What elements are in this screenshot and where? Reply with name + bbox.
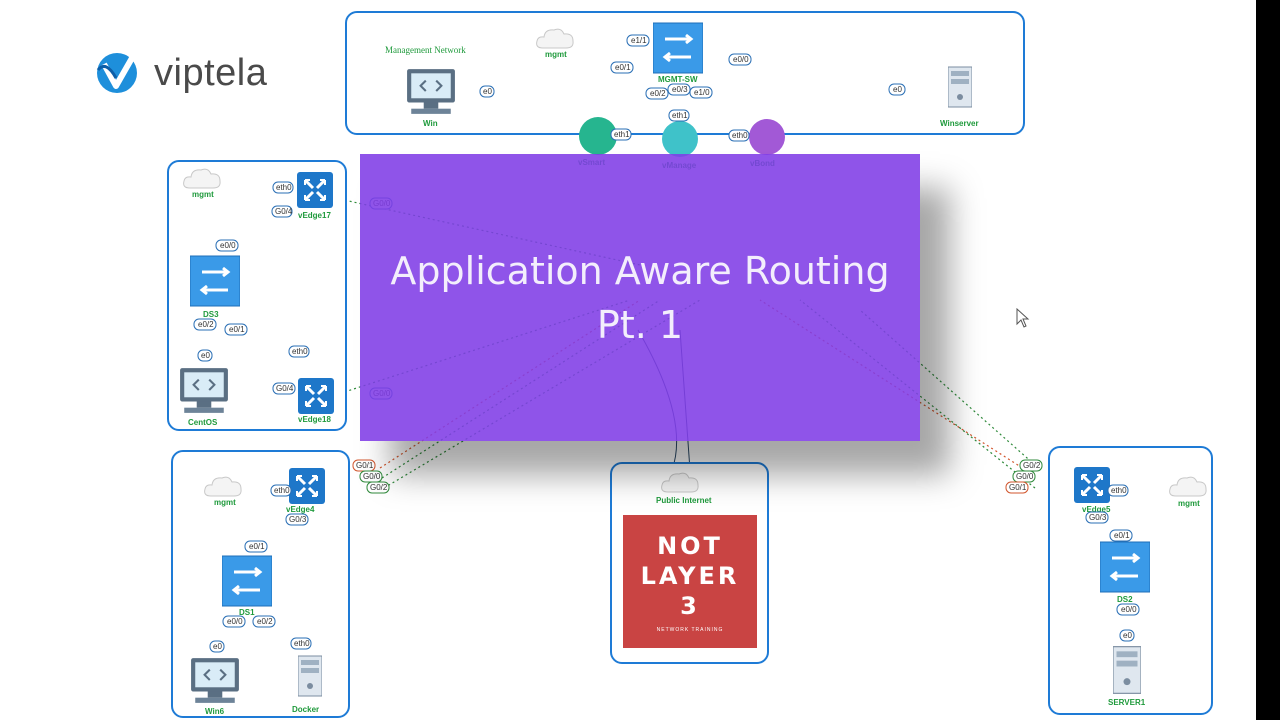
vsmart-icon[interactable] bbox=[579, 117, 617, 155]
ds3-switch-icon[interactable] bbox=[190, 255, 240, 307]
centos-pc-icon[interactable] bbox=[179, 367, 229, 414]
port-win6-e0: e0 bbox=[213, 642, 222, 651]
right-black-strip bbox=[1256, 0, 1280, 720]
mgmt-cloud-icon bbox=[536, 28, 574, 49]
brand-name: viptela bbox=[154, 51, 268, 94]
winserver-label[interactable]: Winserver bbox=[940, 119, 979, 128]
viptela-brand: viptela bbox=[94, 50, 267, 96]
vedge18-label[interactable]: vEdge18 bbox=[298, 415, 331, 424]
mgmt-br-label: mgmt bbox=[1178, 499, 1200, 508]
server1-label[interactable]: SERVER1 bbox=[1108, 698, 1146, 707]
port-centos-e0: e0 bbox=[201, 351, 210, 360]
viptela-logo-icon bbox=[96, 53, 137, 93]
vedge17-router-icon[interactable] bbox=[297, 172, 333, 208]
ds1-label[interactable]: DS1 bbox=[239, 608, 255, 617]
port-e0-2: e0/2 bbox=[650, 89, 666, 98]
port-ds1-e0-1: e0/1 bbox=[249, 542, 265, 551]
win6-pc-icon[interactable] bbox=[190, 657, 240, 704]
mgmt-left-label: mgmt bbox=[192, 190, 214, 199]
title-line-1: Application Aware Routing bbox=[390, 248, 890, 293]
logo-subtitle: NETWORK TRAINING bbox=[656, 626, 724, 633]
not-layer-3-logo: NOT LAYER 3 NETWORK TRAINING bbox=[623, 515, 757, 648]
port-vbond-eth0: eth0 bbox=[732, 131, 748, 140]
mgmt-switch-icon[interactable] bbox=[653, 22, 703, 74]
port-vedge5-g0-3: G0/3 bbox=[1089, 513, 1107, 522]
win6-label[interactable]: Win6 bbox=[205, 707, 225, 716]
ds1-switch-icon[interactable] bbox=[222, 555, 272, 607]
management-network-label: Management Network bbox=[385, 45, 466, 55]
port-vedge17-g0-4: G0/4 bbox=[275, 207, 293, 216]
centos-label[interactable]: CentOS bbox=[188, 418, 218, 427]
vmanage-icon[interactable] bbox=[662, 121, 698, 157]
port-vedge5-g0-1: G0/1 bbox=[1009, 483, 1027, 492]
port-server1-e0: e0 bbox=[1123, 631, 1132, 640]
port-vedge4-g0-0: G0/0 bbox=[363, 472, 381, 481]
title-overlay: Application Aware Routing Pt. 1 bbox=[360, 154, 920, 441]
port-vedge18-g0-4: G0/4 bbox=[276, 384, 294, 393]
vedge17-label[interactable]: vEdge17 bbox=[298, 211, 331, 220]
public-internet-label: Public Internet bbox=[656, 496, 712, 505]
mgmt-bl-cloud-icon bbox=[204, 476, 242, 497]
port-ds2-e0-0: e0/0 bbox=[1121, 605, 1137, 614]
port-ds3-e0-1: e0/1 bbox=[229, 325, 245, 334]
port-ds1-e0-0: e0/0 bbox=[227, 617, 243, 626]
vedge4-router-icon[interactable] bbox=[289, 468, 325, 504]
ds2-label[interactable]: DS2 bbox=[1117, 595, 1133, 604]
mouse-cursor-icon bbox=[1016, 308, 1030, 328]
logo-line-1: NOT bbox=[657, 531, 723, 560]
port-vedge5-g0-0: G0/0 bbox=[1016, 472, 1034, 481]
vedge4-label[interactable]: vEdge4 bbox=[286, 505, 315, 514]
port-vedge4-eth0: eth0 bbox=[274, 486, 290, 495]
win-pc-icon[interactable] bbox=[406, 68, 456, 115]
port-e0-3: e0/3 bbox=[672, 85, 688, 94]
mgmt-top-label: mgmt bbox=[545, 50, 567, 59]
port-ds1-e0-2: e0/2 bbox=[257, 617, 273, 626]
docker-server-icon[interactable] bbox=[298, 655, 322, 697]
vedge5-router-icon[interactable] bbox=[1074, 467, 1110, 503]
mgmt-bl-label: mgmt bbox=[214, 498, 236, 507]
mgmt-br-cloud-icon bbox=[1169, 476, 1207, 497]
port-vedge5-g0-2: G0/2 bbox=[1023, 461, 1041, 470]
port-vedge5-eth0: eth0 bbox=[1111, 486, 1127, 495]
port-ds3-e0-0: e0/0 bbox=[220, 241, 236, 250]
port-vsmart-eth1: eth1 bbox=[614, 130, 630, 139]
port-ds2-e0-1: e0/1 bbox=[1114, 531, 1130, 540]
port-vedge4-g0-3: G0/3 bbox=[289, 515, 307, 524]
winserver-icon[interactable] bbox=[948, 66, 972, 108]
port-ds3-e0-2: e0/2 bbox=[198, 320, 214, 329]
port-vmanage-eth1: eth1 bbox=[672, 111, 688, 120]
port-vedge4-g0-1: G0/1 bbox=[356, 461, 374, 470]
mgmt-sw-label[interactable]: MGMT-SW bbox=[658, 75, 698, 84]
port-vedge17-eth0: eth0 bbox=[276, 183, 292, 192]
docker-label[interactable]: Docker bbox=[292, 705, 319, 714]
public-internet-cloud-icon bbox=[661, 472, 699, 493]
port-e1-0: e1/0 bbox=[694, 88, 710, 97]
ds2-switch-icon[interactable] bbox=[1100, 541, 1150, 593]
server1-icon[interactable] bbox=[1113, 646, 1141, 694]
port-win-e0: e0 bbox=[483, 87, 492, 96]
logo-line-2: LAYER bbox=[640, 561, 740, 590]
port-e0-1: e0/1 bbox=[615, 63, 631, 72]
port-vedge18-eth0: eth0 bbox=[292, 347, 308, 356]
port-docker-eth0: eth0 bbox=[294, 639, 310, 648]
vedge18-router-icon[interactable] bbox=[298, 378, 334, 414]
vbond-icon[interactable] bbox=[749, 119, 785, 155]
port-e0-0: e0/0 bbox=[733, 55, 749, 64]
title-line-2: Pt. 1 bbox=[596, 302, 684, 347]
port-e1-1: e1/1 bbox=[631, 36, 647, 45]
ds3-label[interactable]: DS3 bbox=[203, 310, 219, 319]
mgmt-left-cloud-icon bbox=[183, 168, 221, 189]
port-winserver-e0: e0 bbox=[893, 85, 902, 94]
port-vedge4-g0-2: G0/2 bbox=[370, 483, 388, 492]
logo-line-3: 3 bbox=[680, 591, 700, 620]
win-label[interactable]: Win bbox=[423, 119, 438, 128]
vedge5-label[interactable]: vEdge5 bbox=[1082, 505, 1111, 514]
